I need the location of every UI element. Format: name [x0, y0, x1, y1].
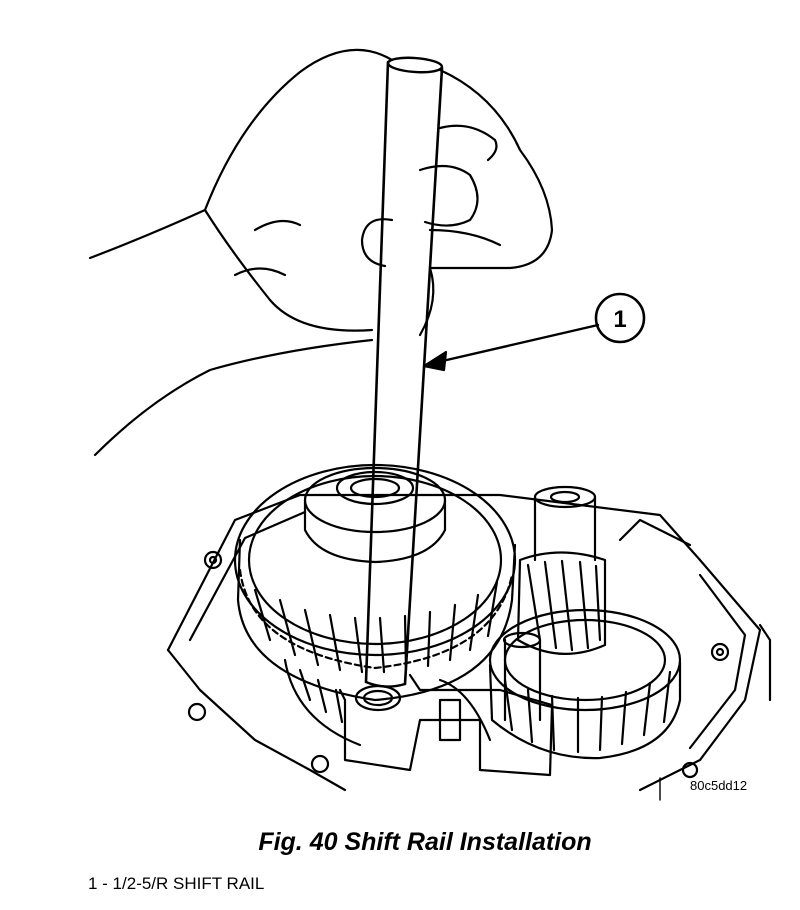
shift-rail-illustration: 1 80c5dd12: [88, 48, 772, 801]
shift-fork-bracket: [338, 631, 554, 777]
figure-caption: Fig. 40 Shift Rail Installation: [258, 828, 592, 856]
hand: [88, 48, 554, 457]
lower-gear-stack: [283, 658, 492, 747]
small-helical-gear: [516, 485, 607, 655]
callout-1: 1: [422, 292, 646, 372]
legend-item-1: 1 - 1/2-5/R SHIFT RAIL: [88, 874, 265, 893]
image-code: 80c5dd12: [690, 778, 747, 793]
large-helical-gear: [233, 463, 517, 702]
transmission-case: [166, 493, 772, 792]
shift-rail: [364, 56, 444, 688]
callout-1-number: 1: [613, 306, 626, 333]
